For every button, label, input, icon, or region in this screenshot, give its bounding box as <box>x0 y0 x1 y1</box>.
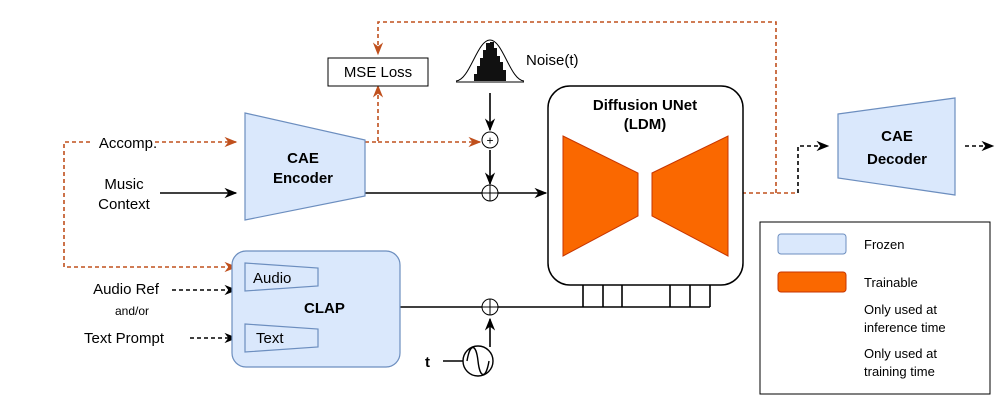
clap-text-label: Text <box>256 330 284 347</box>
cae-encoder-label-1: CAE <box>287 150 319 167</box>
unet-label-1: Diffusion UNet <box>593 97 697 114</box>
noise-label: Noise(t) <box>526 52 579 69</box>
mse-loss-label: MSE Loss <box>344 64 412 81</box>
text-prompt-label: Text Prompt <box>84 330 165 347</box>
cae-encoder-label-2: Encoder <box>273 170 333 187</box>
legend-frozen-swatch <box>777 233 847 255</box>
legend-inference-label-1: Only used at <box>864 302 937 317</box>
cae-decoder-label-1: CAE <box>881 128 913 145</box>
mse-loss-box <box>327 57 429 87</box>
sinusoid-icon <box>462 345 494 377</box>
concat-node-bottom <box>481 298 499 316</box>
clap-audio-label: Audio <box>253 270 291 287</box>
unet-decoder-shape <box>651 135 729 257</box>
legend-frozen-label: Frozen <box>864 237 904 252</box>
noise-add-node: + <box>481 131 499 149</box>
unet-encoder-shape <box>562 135 639 257</box>
unet-label-2: (LDM) <box>624 116 666 133</box>
cae-decoder-shape <box>837 97 956 196</box>
clap-audio-encoder <box>244 262 319 292</box>
legend-trainable-label: Trainable <box>864 275 918 290</box>
music-context-label-2: Context <box>98 196 151 213</box>
and-or-label: and/or <box>115 304 149 318</box>
concat-node-top <box>481 184 499 202</box>
clap-label: CLAP <box>304 300 345 317</box>
legend-inference-label-2: inference time <box>864 320 946 335</box>
music-context-label-1: Music <box>104 176 144 193</box>
audio-ref-label: Audio Ref <box>93 281 160 298</box>
noise-icon <box>455 39 525 83</box>
accomp-label: Accomp. <box>99 135 157 152</box>
t-label: t <box>425 354 430 371</box>
legend-training-label-2: training time <box>864 364 935 379</box>
cae-decoder-label-2: Decoder <box>867 151 927 168</box>
svg-text:+: + <box>486 134 493 148</box>
clap-text-encoder <box>244 323 319 353</box>
legend-training-label-1: Only used at <box>864 346 937 361</box>
cae-encoder-shape <box>244 112 366 221</box>
legend-trainable-swatch <box>777 271 847 293</box>
